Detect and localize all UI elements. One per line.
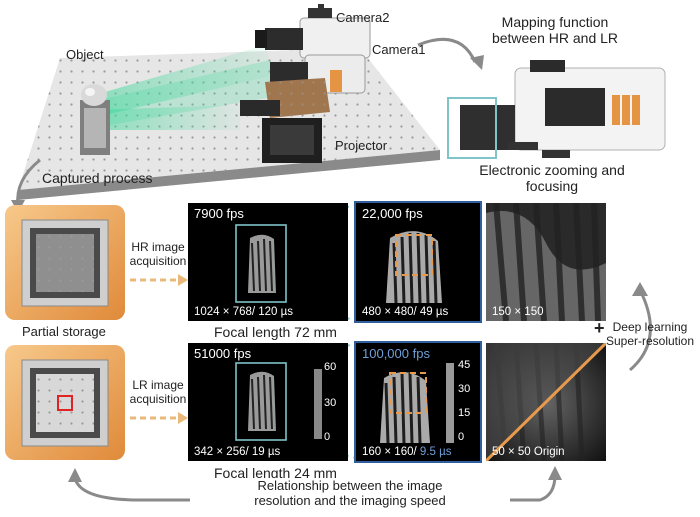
camera2: [255, 4, 371, 59]
camera2-label: Camera2: [336, 10, 390, 25]
lr-panel-crop: 50 × 50 Origin: [486, 343, 606, 461]
plus-sign: +: [594, 318, 605, 338]
lr-panel-zoom: 100,000 fps 45 30 15 0 160 × 160/ 9.5 µs: [354, 341, 482, 463]
lr-panel-zoom-image: [380, 363, 454, 444]
lr-panel-zoom-res: 160 × 160/ 9.5 µs: [362, 446, 452, 458]
hr-panel-crop: 150 × 150: [486, 203, 606, 321]
zoom-label: Electronic zooming and focusing: [479, 162, 625, 194]
object-label: Object: [66, 47, 104, 62]
hr-panel-zoom-image: [386, 231, 442, 304]
lr-acquisition-label: LR image acquisition: [129, 378, 187, 406]
camera1-label: Camera1: [372, 42, 426, 57]
hr-focal-label: Focal length 72 mm: [214, 324, 337, 340]
lr-focal-label: Focal length 24 mm: [214, 465, 337, 481]
object-stand: [80, 84, 110, 155]
lr-panel-full: 51000 fps 60 30 0 342 × 256/ 19 µs: [188, 343, 348, 461]
zoom-camera: [447, 60, 666, 159]
lr-panel-full-image: [235, 362, 322, 441]
captured-process-label: Captured process: [42, 170, 153, 186]
lr-sensor: [5, 345, 125, 460]
mapping-title: Mapping function between HR and LR: [491, 14, 619, 46]
hr-acquisition-label: HR image acquisition: [129, 240, 187, 268]
hr-panel-zoom: 22,000 fps 480 × 480/ 49 µs: [354, 201, 482, 323]
projector: [240, 78, 330, 163]
hr-sensor: [5, 205, 125, 320]
projector-label: Projector: [335, 138, 388, 153]
deep-learning-label: Deep learning Super-resolution: [605, 320, 695, 348]
projection-beams: [95, 45, 285, 130]
hr-panel-full-image: [235, 224, 287, 303]
hr-panel-full: 7900 fps 1024 × 768/ 120 µs: [188, 203, 348, 321]
hr-crop-image: [486, 203, 606, 321]
lr-crop-image: [486, 343, 606, 461]
partial-storage-label: Partial storage: [22, 324, 106, 339]
relationship-label: Relationship between the image resolutio…: [190, 478, 510, 508]
